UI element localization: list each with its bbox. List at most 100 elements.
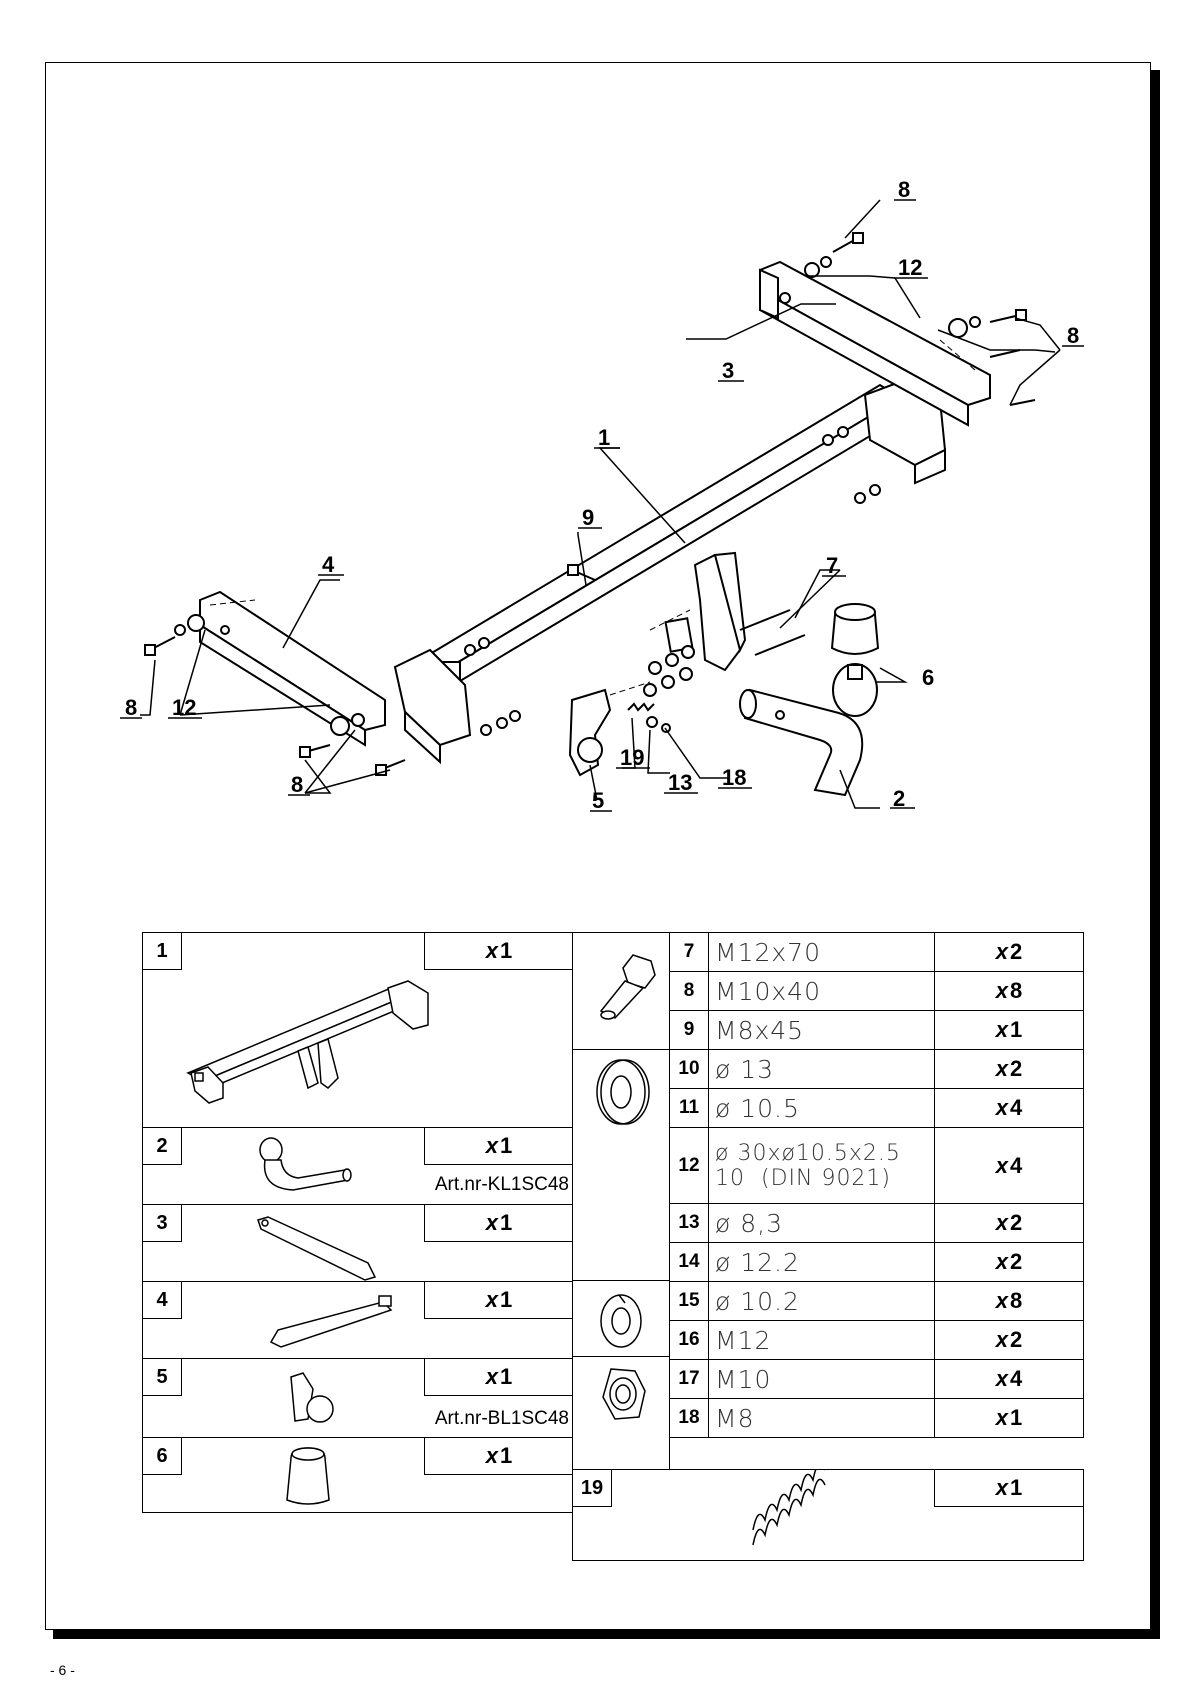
callout-8-right: 8	[1067, 323, 1079, 348]
qty-prefix: x	[995, 1095, 1008, 1120]
callout-13: 13	[668, 770, 692, 795]
qty-value: 4	[1010, 1366, 1023, 1391]
right-side-plate-part	[759, 260, 991, 427]
part-number: 14	[669, 1242, 709, 1282]
qty-prefix: x	[995, 1288, 1008, 1313]
qty-value: 1	[1010, 1405, 1023, 1430]
part-number: 19	[572, 1469, 612, 1507]
crossbar-thumbnail-icon	[186, 980, 429, 1104]
part-number: 11	[669, 1088, 709, 1128]
callout-8-top: 8	[898, 177, 910, 202]
spring-part	[627, 702, 655, 712]
callout-3: 3	[722, 358, 734, 383]
callout-8-left: 8	[125, 695, 137, 720]
part-spec: M8	[708, 1398, 936, 1438]
qty-prefix: x	[485, 1443, 498, 1468]
callout-19: 19	[620, 745, 644, 770]
washer-group-cell	[572, 1049, 670, 1281]
part-spec: ø 13	[708, 1049, 936, 1089]
spec-text: M12	[715, 1325, 772, 1355]
spec-text: ø 30xø10.5x2.5	[715, 1140, 901, 1166]
part-spec: ø 10.2	[708, 1281, 936, 1321]
bolt-icon	[599, 954, 656, 1020]
part-number: 3	[142, 1204, 182, 1242]
frame-shadow-bottom	[53, 1630, 1160, 1639]
qty-prefix: x	[995, 1327, 1008, 1352]
part-number: 18	[669, 1398, 709, 1438]
part-spec: M10x40	[708, 971, 936, 1011]
part-number: 5	[142, 1358, 182, 1396]
part-spec: ø 8,3	[708, 1203, 936, 1243]
part-number: 16	[669, 1320, 709, 1360]
qty-value: 1	[500, 1287, 513, 1312]
qty-value: 1	[1010, 1017, 1023, 1042]
callout-underlines	[120, 199, 1084, 812]
part-number: 17	[669, 1359, 709, 1399]
page-number: - 6 -	[50, 1662, 75, 1678]
part-number: 15	[669, 1281, 709, 1321]
spring-icon	[752, 1470, 826, 1546]
callout-2: 2	[893, 786, 905, 811]
qty-prefix: x	[995, 1056, 1008, 1081]
spec-text: M10x40	[715, 976, 821, 1006]
qty-prefix: x	[995, 1210, 1008, 1235]
qty-value: 1	[500, 938, 513, 963]
part-spec: M8x45	[708, 1010, 936, 1050]
qty-value: 2	[1010, 1249, 1023, 1274]
callout-5: 5	[592, 788, 604, 813]
qty-prefix: x	[485, 1210, 498, 1235]
spring-washer-icon	[600, 1294, 642, 1348]
callout-6: 6	[922, 665, 934, 690]
bolt-group-cell	[572, 932, 670, 1050]
qty-value: 1	[500, 1210, 513, 1235]
callout-8-bottom: 8	[291, 772, 303, 797]
spec-text: M8x45	[715, 1015, 805, 1045]
qty-value: 2	[1010, 1210, 1023, 1235]
qty-prefix: x	[485, 1364, 498, 1389]
part-spec: ø 10.5	[708, 1088, 936, 1128]
spec-text: ø 8,3	[715, 1208, 784, 1238]
callout-1: 1	[598, 425, 610, 450]
qty-value: 2	[1010, 1327, 1023, 1352]
socket-bracket-part	[568, 688, 612, 777]
part-number: 4	[142, 1281, 182, 1319]
part-number: 13	[669, 1203, 709, 1243]
spring-washer-group-cell	[572, 1280, 670, 1357]
qty-prefix: x	[485, 938, 498, 963]
spec-text: M8	[715, 1403, 755, 1433]
part-number: 1	[142, 932, 182, 970]
qty-prefix: x	[485, 1287, 498, 1312]
washer-icon	[596, 1059, 650, 1125]
part-number: 10	[669, 1049, 709, 1089]
spec-text: M10	[715, 1364, 772, 1394]
frame-shadow-right	[1151, 70, 1160, 1638]
plate-4-thumbnail-icon	[269, 1295, 393, 1348]
qty-value: 2	[1010, 939, 1023, 964]
nut-group-cell	[572, 1356, 670, 1470]
spec-text: ø 10.2	[715, 1286, 800, 1316]
qty-value: 1	[500, 1133, 513, 1158]
qty-prefix: x	[995, 1366, 1008, 1391]
spec-text: M12x70	[715, 937, 821, 967]
part-spec: ø 12.2	[708, 1242, 936, 1282]
qty-value: 8	[1010, 978, 1023, 1003]
part-number: 12	[669, 1127, 709, 1204]
part-number: 6	[142, 1437, 182, 1475]
spec-text: ø 13	[715, 1054, 775, 1084]
qty-value: 1	[1010, 1475, 1023, 1500]
callout-18: 18	[722, 765, 746, 790]
ball-cap-thumbnail-icon	[286, 1447, 330, 1505]
